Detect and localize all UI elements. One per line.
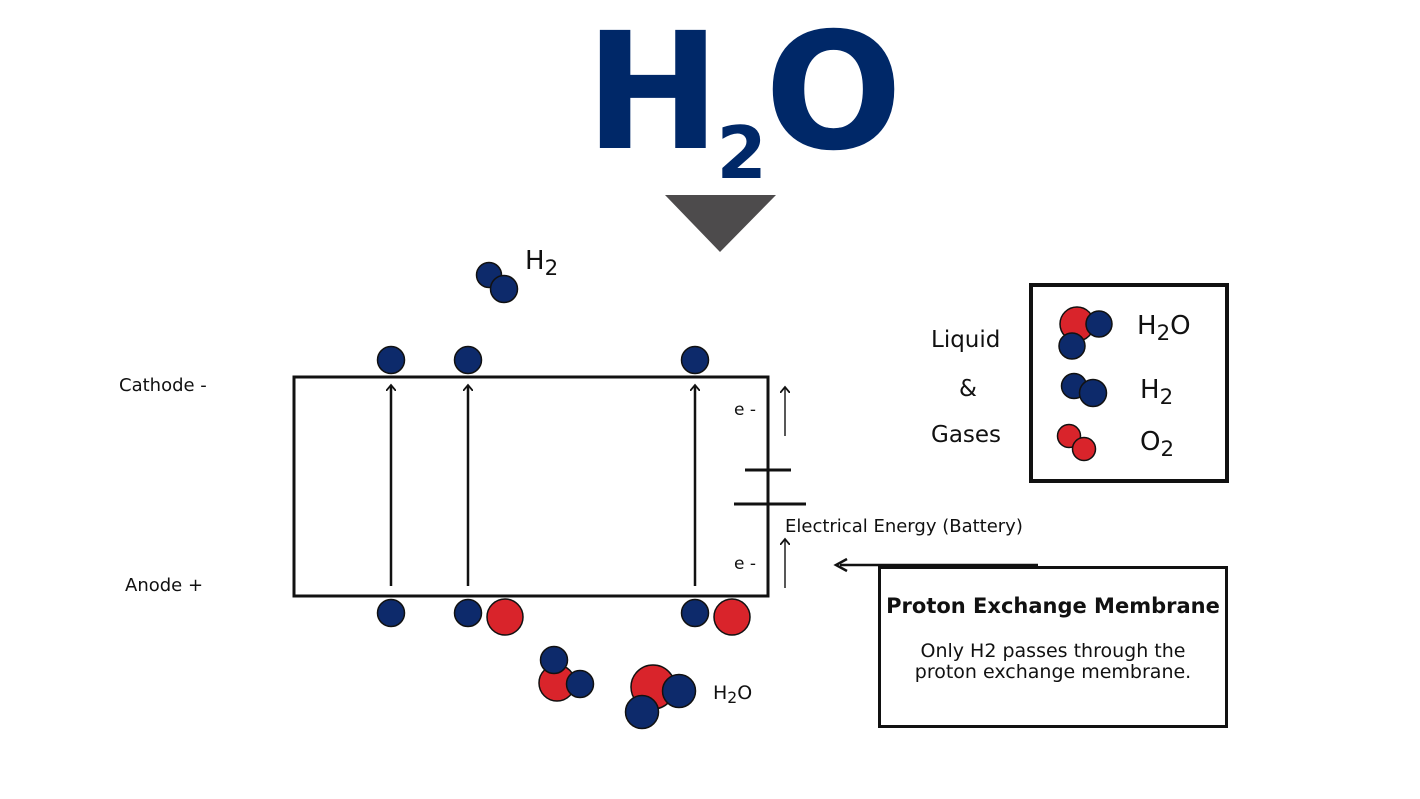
note-pointer-arrowhead	[833, 557, 848, 573]
hydrogen-atom	[453, 598, 483, 628]
anode-label: Anode +	[125, 575, 204, 596]
battery-label: Electrical Energy (Battery)	[785, 516, 1023, 537]
legend-label-oxygen: O2	[1140, 427, 1175, 462]
legend-oxygen-molecule-icon	[1056, 423, 1097, 462]
title-letter-h: H	[585, 0, 721, 187]
hydrogen-molecule-icon	[475, 261, 519, 304]
legend-water-molecule-icon	[1058, 306, 1113, 360]
legend-word-liquid: Liquid	[931, 327, 1001, 353]
down-arrow-icon	[665, 195, 776, 252]
hydrogen-atom	[376, 598, 406, 628]
electrolysis-cell	[292, 375, 770, 598]
water-molecule-icon	[538, 645, 595, 702]
oxygen-atom	[486, 598, 524, 636]
legend-label-water: H2O	[1137, 311, 1191, 346]
electron-label-bottom: e -	[734, 554, 756, 574]
legend-label-hydrogen: H2	[1140, 375, 1174, 410]
electron-label-top: e -	[734, 400, 756, 420]
membrane-note-line1: Only H2 passes through the	[920, 640, 1186, 662]
page-title: H2O	[585, 12, 902, 189]
hydrogen-product-label: H2	[525, 246, 559, 281]
cathode-label: Cathode -	[119, 375, 207, 396]
legend-word-gases: Gases	[931, 422, 1002, 448]
title-letter-o: O	[764, 0, 903, 187]
membrane-note-line2: proton exchange membrane.	[914, 661, 1192, 683]
hydrogen-atom	[453, 345, 483, 375]
hydrogen-atom	[680, 345, 710, 375]
membrane-note-box: Proton Exchange Membrane Only H2 passes …	[878, 566, 1228, 728]
oxygen-atom	[713, 598, 751, 636]
title-subscript: 2	[716, 111, 767, 195]
water-label: H2O	[713, 682, 753, 708]
legend-hydrogen-molecule-icon	[1060, 372, 1108, 408]
hydrogen-atom	[680, 598, 710, 628]
membrane-note-title: Proton Exchange Membrane	[886, 594, 1220, 618]
water-molecule-icon	[624, 664, 697, 730]
legend-box	[1029, 283, 1229, 483]
legend-word-and: &	[959, 376, 977, 402]
hydrogen-atom	[376, 345, 406, 375]
